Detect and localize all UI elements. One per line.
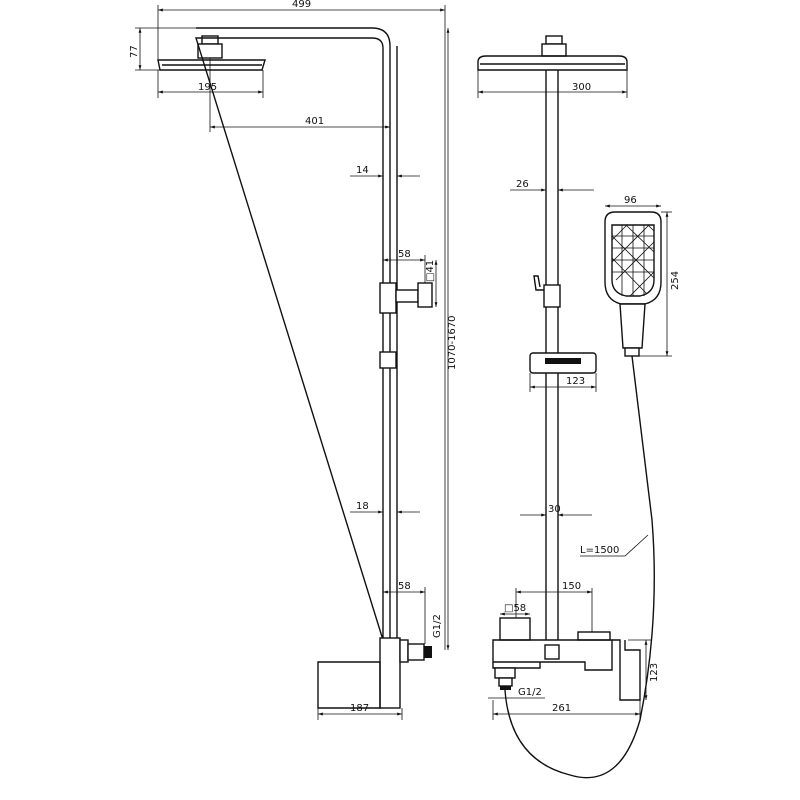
dim-195: 195 [198, 82, 217, 93]
hand-shower [604, 211, 662, 357]
front-view: 300 26 96 254 123 30 L=1500 150 □58 G1/2… [477, 35, 681, 779]
dim-square-58: □58 [504, 603, 526, 614]
rain-shower-head-front [477, 35, 628, 71]
dim-30: 30 [548, 504, 561, 515]
dim-300: 300 [572, 82, 591, 93]
dim-150: 150 [562, 581, 581, 592]
dim-261: 261 [552, 703, 571, 714]
dim-401: 401 [305, 116, 324, 127]
dim-14: 14 [356, 165, 369, 176]
holder-front [533, 275, 561, 308]
dim-square-41: □41 [425, 260, 436, 282]
hand-shower-holder [379, 282, 433, 314]
dim-58-holder: 58 [398, 249, 411, 260]
dim-123-mixer: 123 [649, 663, 660, 682]
side-view: 499 77 195 401 14 58 □41 1070-1670 18 58… [129, 0, 458, 720]
dim-58-mixer: 58 [398, 581, 411, 592]
dim-187: 187 [350, 703, 369, 714]
dim-hose-length: L=1500 [580, 545, 619, 556]
mixer-side [317, 637, 432, 709]
slider [379, 351, 397, 369]
rain-shower-head [157, 35, 266, 71]
dim-96: 96 [624, 195, 637, 206]
mixer-front [492, 617, 641, 701]
dim-g12-side: G1/2 [432, 614, 443, 638]
dim-254: 254 [670, 271, 681, 290]
dim-g12-front: G1/2 [518, 687, 542, 698]
dim-26: 26 [516, 179, 529, 190]
dim-123-slider: 123 [566, 376, 585, 387]
dim-18: 18 [356, 501, 369, 512]
dim-77: 77 [129, 45, 140, 58]
dim-height-range: 1070-1670 [447, 315, 458, 370]
dim-499: 499 [292, 0, 311, 10]
slider-front [529, 352, 597, 374]
hose [504, 355, 655, 779]
spray-nozzles-icon [611, 224, 655, 297]
shower-arm [195, 27, 391, 641]
